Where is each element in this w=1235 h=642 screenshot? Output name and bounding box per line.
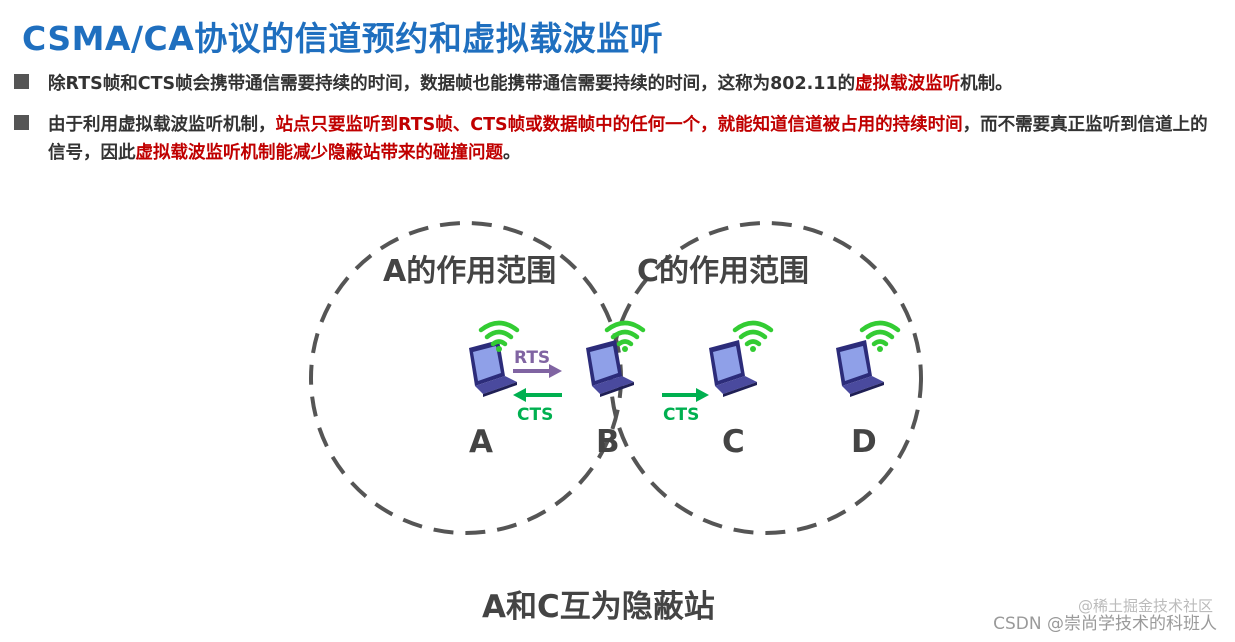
wifi-icon: [735, 323, 771, 352]
station-b-label: B: [596, 424, 620, 460]
diagram-caption: A和C互为隐蔽站: [482, 589, 715, 625]
range-a-label: A的作用范围: [383, 254, 556, 289]
bullet-text-2: 由于利用虚拟载波监听机制，站点只要监听到RTS帧、CTS帧或数据帧中的任何一个，…: [48, 111, 1224, 167]
laptop-icon: [469, 340, 517, 397]
cts-arrow-head-2: [696, 388, 709, 402]
page-title: CSMA/CA协议的信道预约和虚拟载波监听: [22, 19, 664, 58]
rts-label: RTS: [514, 348, 550, 368]
bullet-list: 除RTS帧和CTS帧会携带通信需要持续的时间，数据帧也能携带通信需要持续的时间，…: [14, 70, 1224, 180]
cts-label-1: CTS: [517, 405, 553, 425]
bullet-square-icon: [14, 115, 29, 130]
bullet-item-2: 由于利用虚拟载波监听机制，站点只要监听到RTS帧、CTS帧或数据帧中的任何一个，…: [14, 111, 1224, 167]
cts-label-2: CTS: [663, 405, 699, 425]
bullet-1-emphasis: 虚拟载波监听: [855, 74, 961, 94]
bullet-1-part-1: 除RTS帧和CTS帧会携带通信需要持续的时间，数据帧也能携带通信需要持续的时间，…: [48, 74, 856, 94]
bullet-item-1: 除RTS帧和CTS帧会携带通信需要持续的时间，数据帧也能携带通信需要持续的时间，…: [14, 70, 1224, 98]
juejin-watermark: @稀土掘金技术社区: [1077, 597, 1213, 615]
rts-arrow-head: [549, 364, 562, 378]
bullet-2-part-1: 由于利用虚拟载波监听机制，: [48, 115, 276, 135]
laptop-icon: [709, 340, 757, 397]
bullet-square-icon: [14, 74, 29, 89]
bullet-2-emphasis-2: 虚拟载波监听机制能减少隐蔽站带来的碰撞问题: [135, 143, 504, 163]
bullet-2-part-5: 。: [503, 143, 521, 163]
cts-arrow-head-1: [513, 388, 526, 402]
bullet-1-part-3: 机制。: [960, 74, 1013, 94]
bullet-text-1: 除RTS帧和CTS帧会携带通信需要持续的时间，数据帧也能携带通信需要持续的时间，…: [48, 70, 1224, 98]
station-d-label: D: [851, 424, 877, 460]
station-c-label: C: [722, 424, 745, 460]
csdn-watermark: CSDN @崇尚学技术的科班人: [993, 614, 1217, 634]
laptop-icon: [836, 340, 884, 397]
bullet-2-emphasis-1: 站点只要监听到RTS帧、CTS帧或数据帧中的任何一个，就能知道信道被占用的持续时…: [275, 115, 963, 135]
bullet-2-part-3: ，而不需要真正监听到信道上的信号，因此: [48, 115, 1208, 163]
station-a-label: A: [469, 424, 493, 460]
wifi-icon: [862, 323, 898, 352]
range-c-label: C的作用范围: [637, 254, 809, 289]
